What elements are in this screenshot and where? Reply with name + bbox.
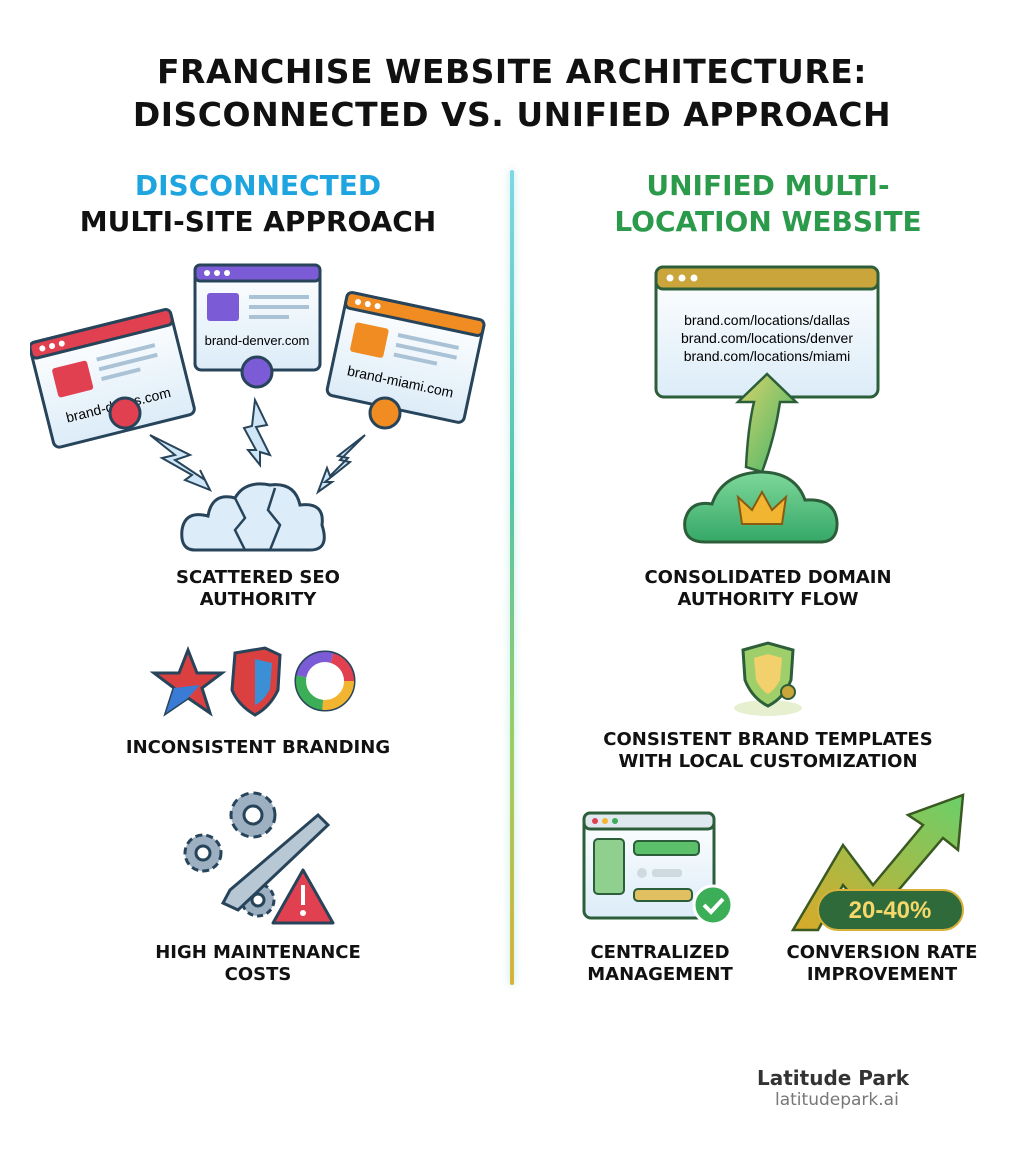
right-heading-line-1: UNIFIED MULTI- bbox=[646, 169, 890, 202]
broken-cloud-icon bbox=[180, 482, 326, 552]
right-heading: UNIFIED MULTI- LOCATION WEBSITE bbox=[548, 168, 988, 240]
label-inconsistent-branding: INCONSISTENT BRANDING bbox=[98, 737, 418, 759]
unified-site-illustration: brand.com/locations/dallas brand.com/loc… bbox=[654, 265, 880, 544]
right-heading-line-2: LOCATION WEBSITE bbox=[614, 205, 922, 238]
footer-brand: Latitude Park bbox=[757, 1066, 910, 1090]
label-line: COSTS bbox=[224, 964, 292, 985]
site-window-denver: brand-denver.com bbox=[193, 263, 322, 372]
label-line: CONSISTENT BRAND TEMPLATES bbox=[603, 729, 933, 750]
label-line: SCATTERED SEO bbox=[176, 567, 340, 588]
site-domain-denver: brand-denver.com bbox=[205, 333, 310, 348]
label-line: AUTHORITY FLOW bbox=[677, 589, 859, 610]
label-line: CONVERSION RATE bbox=[786, 942, 978, 963]
broken-link-icon bbox=[368, 396, 402, 430]
unified-site-window: brand.com/locations/dallas brand.com/loc… bbox=[654, 265, 880, 399]
label-line: CONSOLIDATED DOMAIN bbox=[644, 567, 892, 588]
left-heading-rest: MULTI-SITE APPROACH bbox=[79, 205, 437, 238]
label-conversion-rate: CONVERSION RATE IMPROVEMENT bbox=[762, 942, 1002, 986]
title-line-1: FRANCHISE WEBSITE ARCHITECTURE: bbox=[157, 52, 867, 91]
crown-cloud-icon bbox=[683, 470, 839, 544]
disconnected-sites-illustration: brand-dallas.com brand-denver.com brand-… bbox=[30, 263, 486, 552]
label-line: INCONSISTENT BRANDING bbox=[125, 737, 391, 758]
label-high-maintenance: HIGH MAINTENANCE COSTS bbox=[98, 942, 418, 986]
left-heading-accent: DISCONNECTED bbox=[134, 169, 382, 202]
title-line-2: DISCONNECTED VS. UNIFIED APPROACH bbox=[132, 95, 892, 134]
lightning-arrows bbox=[149, 396, 366, 495]
label-scattered-seo: SCATTERED SEO AUTHORITY bbox=[98, 567, 418, 611]
gears-wrench-warning-icon bbox=[183, 791, 335, 925]
conversion-badge: 20-40% bbox=[849, 897, 932, 924]
label-line: IMPROVEMENT bbox=[806, 964, 958, 985]
footer-url: latitudepark.ai bbox=[775, 1090, 899, 1110]
label-line: CENTRALIZED bbox=[590, 942, 730, 963]
label-line: AUTHORITY bbox=[199, 589, 317, 610]
column-divider bbox=[510, 170, 514, 985]
label-consistent-templates: CONSISTENT BRAND TEMPLATES WITH LOCAL CU… bbox=[568, 729, 968, 773]
growth-arrow-icon: 20-40% bbox=[790, 793, 965, 932]
url-miami: brand.com/locations/miami bbox=[684, 348, 851, 364]
site-window-dallas: brand-dallas.com bbox=[30, 308, 196, 449]
url-dallas: brand.com/locations/dallas bbox=[684, 312, 850, 328]
site-window-miami: brand-miami.com bbox=[325, 291, 486, 424]
label-line: HIGH MAINTENANCE bbox=[155, 942, 361, 963]
label-line: WITH LOCAL CUSTOMIZATION bbox=[618, 751, 918, 772]
url-denver: brand.com/locations/denver bbox=[681, 330, 853, 346]
broken-link-icon bbox=[108, 396, 142, 430]
page-title: FRANCHISE WEBSITE ARCHITECTURE: DISCONNE… bbox=[0, 50, 1024, 136]
broken-link-icon bbox=[240, 355, 274, 389]
up-arrow-icon bbox=[734, 372, 800, 474]
dashboard-check-icon bbox=[582, 811, 734, 926]
label-line: MANAGEMENT bbox=[587, 964, 733, 985]
label-centralized-management: CENTRALIZED MANAGEMENT bbox=[540, 942, 780, 986]
left-heading: DISCONNECTED MULTI-SITE APPROACH bbox=[38, 168, 478, 240]
mismatched-logos-icon bbox=[150, 645, 356, 717]
label-consolidated-authority: CONSOLIDATED DOMAIN AUTHORITY FLOW bbox=[608, 567, 928, 611]
shield-pin-icon bbox=[734, 641, 802, 716]
